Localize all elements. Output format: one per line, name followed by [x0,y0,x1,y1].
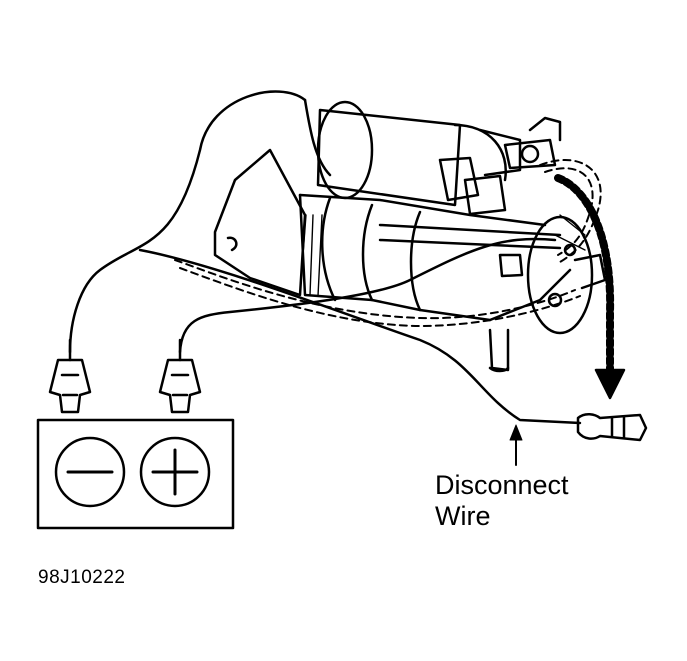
plus-icon [151,448,199,496]
test-lead-negative [68,90,582,425]
battery-negative-terminal [54,436,126,508]
starter-motor [213,100,607,373]
movement-arrow-head [594,368,626,400]
callout-arrowhead [509,424,523,441]
clip-negative [48,338,92,414]
starter-shading [299,214,586,297]
test-lead-positive [178,98,557,354]
disconnected-wire-path [174,159,602,327]
callout-line-1: Disconnect [435,470,569,500]
battery-positive-terminal [139,436,211,508]
clip-positive [158,338,202,414]
movement-arrow-path [554,174,615,379]
figure-id: 98J10222 [38,567,126,588]
disconnect-wire-callout: Disconnect Wire [435,470,569,532]
wire-connector-end [576,413,648,442]
battery [36,418,235,530]
callout-line-2: Wire [435,501,491,531]
